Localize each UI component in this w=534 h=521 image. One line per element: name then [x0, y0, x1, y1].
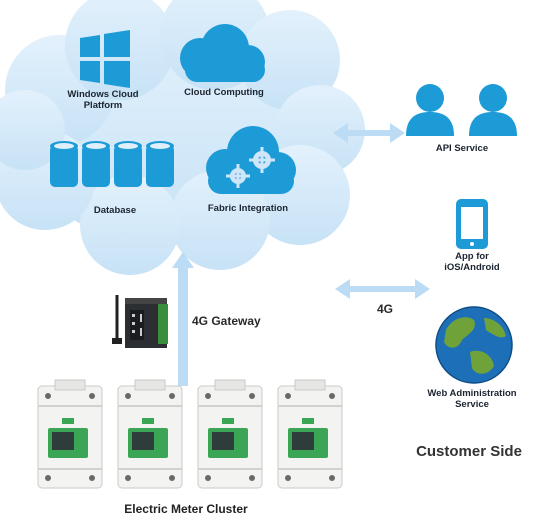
meter-cluster-label: Electric Meter Cluster	[124, 502, 248, 516]
fourg-label: 4G	[376, 302, 393, 316]
web-admin-label: Web Administration Service	[427, 388, 517, 410]
cloud-computing-label: Cloud Computing	[184, 87, 264, 98]
windows-cloud-label: Windows Cloud Platform	[67, 89, 139, 111]
app-label: App for iOS/Android	[444, 251, 500, 273]
customer-side-label: Customer Side	[416, 443, 522, 460]
api-service-label: API Service	[435, 143, 489, 154]
gateway-label: 4G Gateway	[192, 314, 261, 328]
database-label: Database	[93, 205, 137, 216]
fabric-integration-label: Fabric Integration	[207, 203, 289, 214]
